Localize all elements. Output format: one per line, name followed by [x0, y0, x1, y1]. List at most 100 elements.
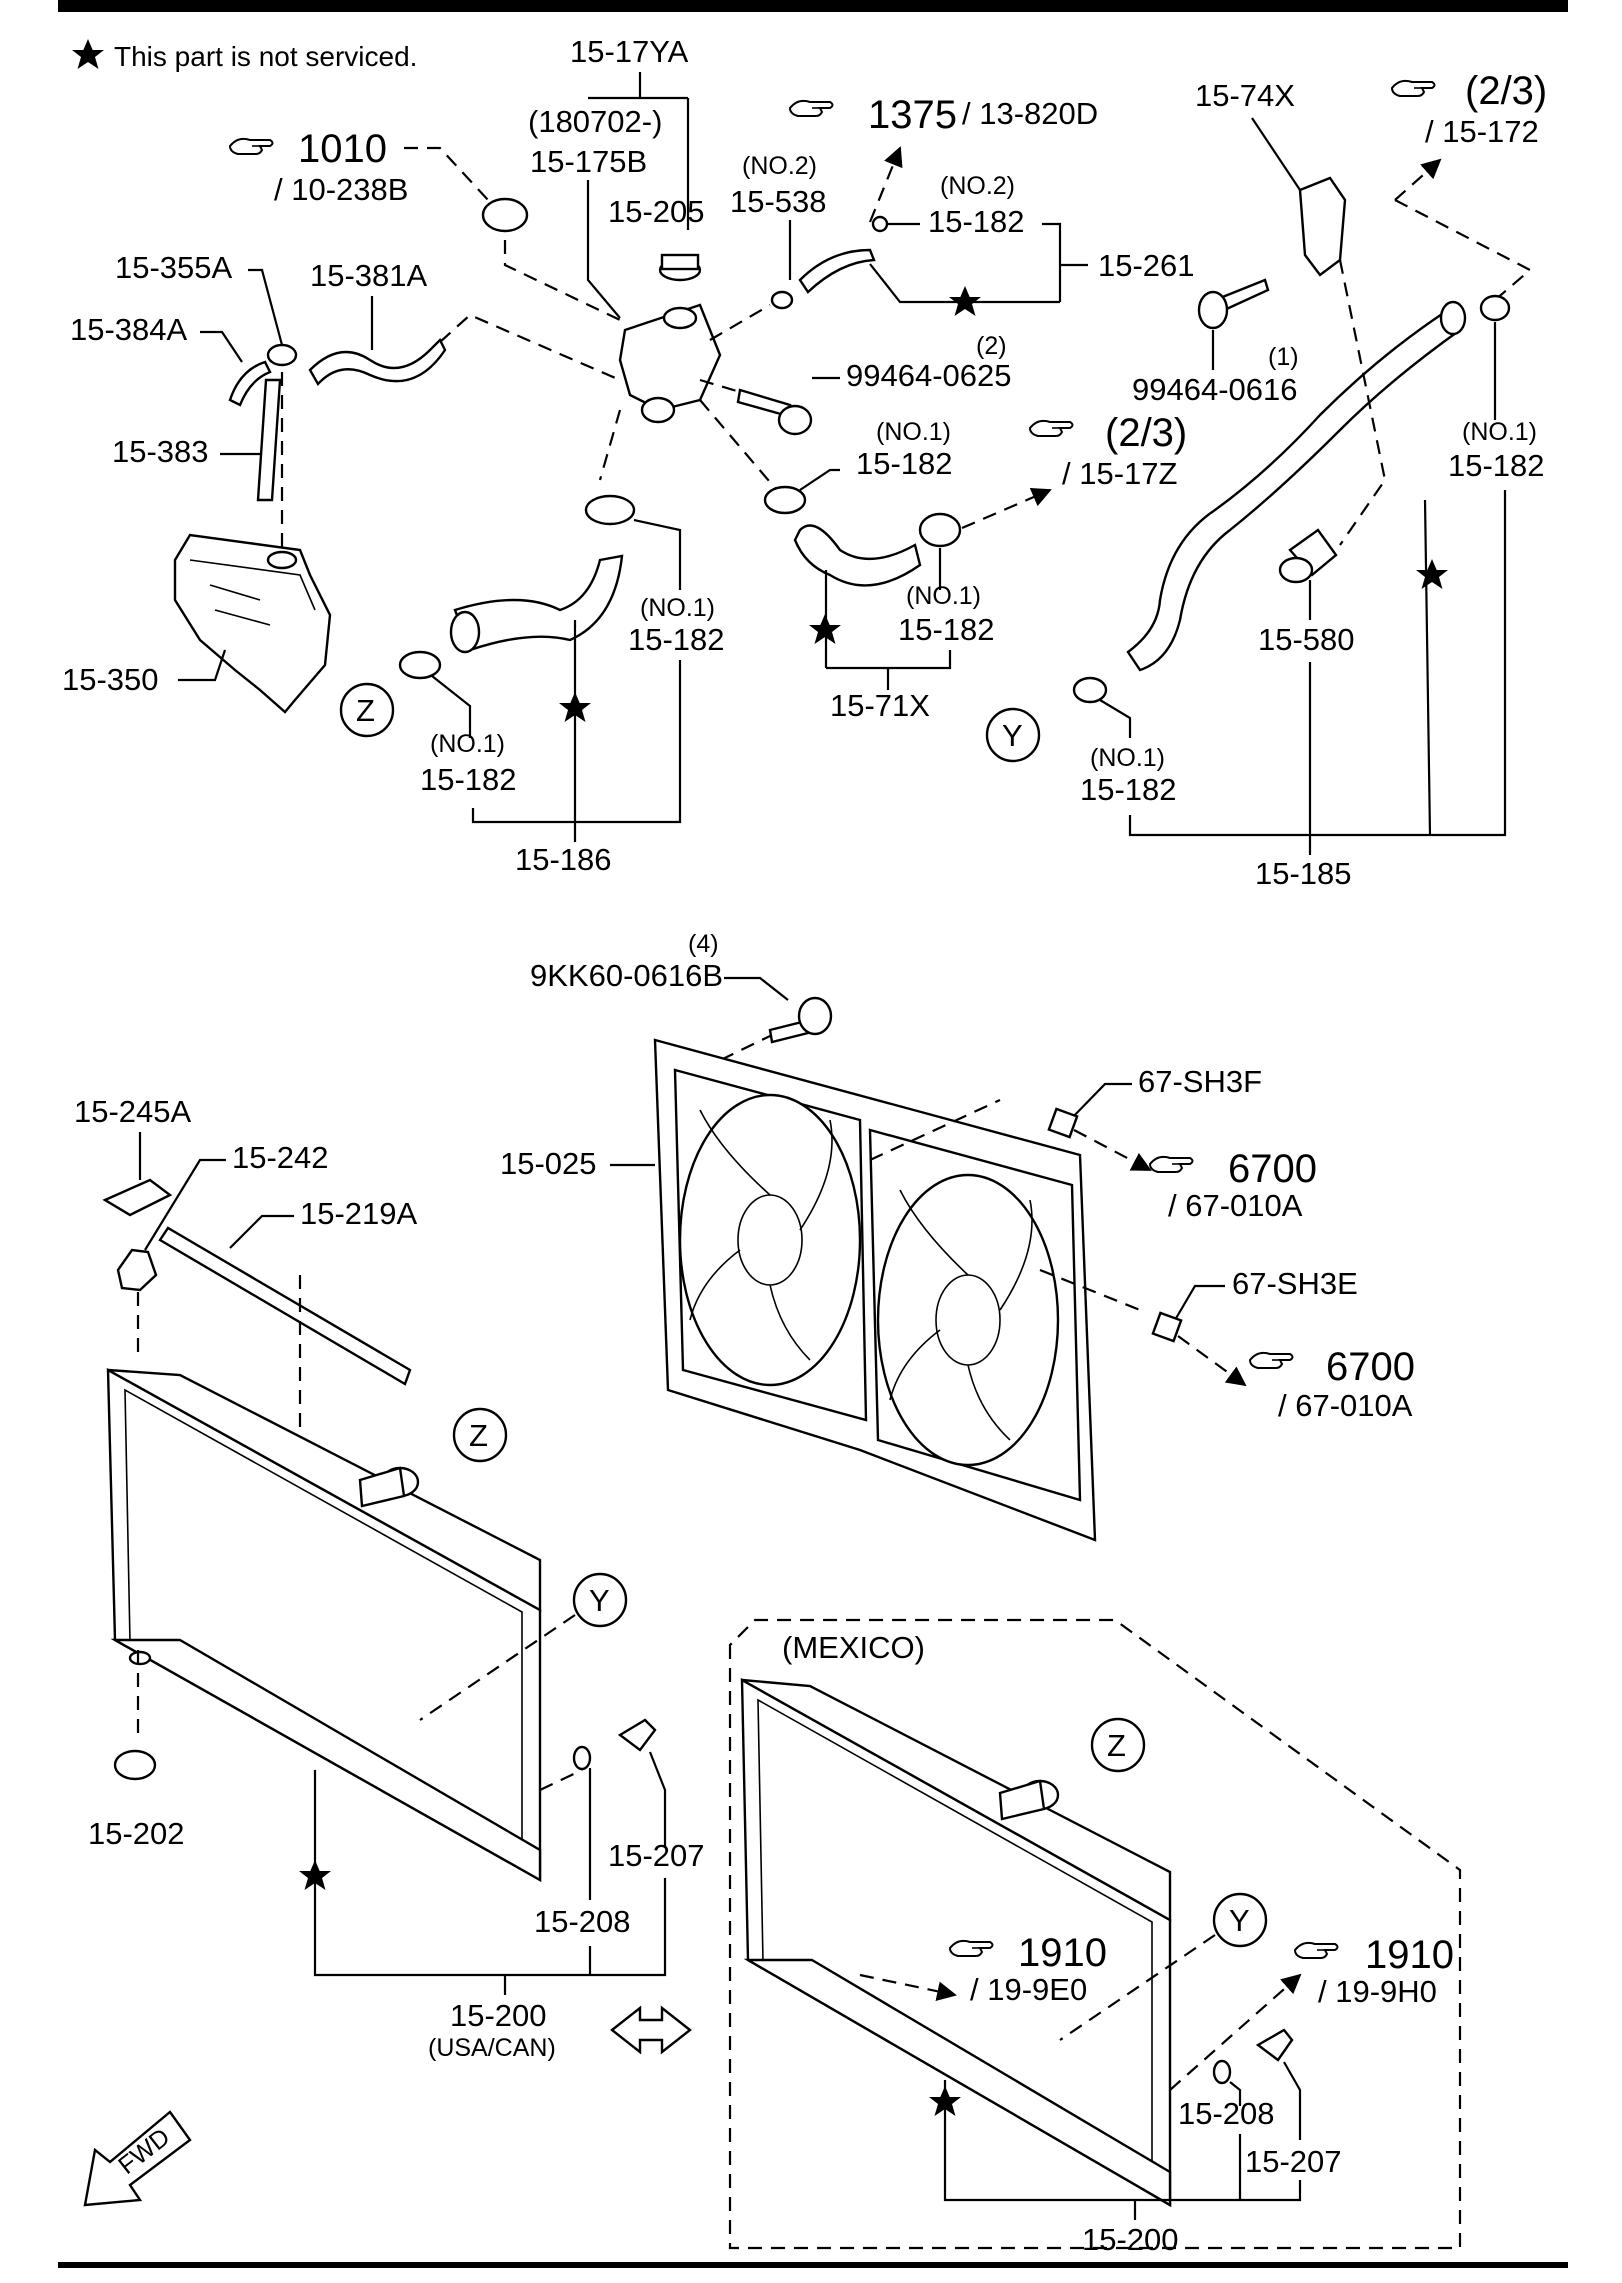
- ref-1375-number: 1375: [868, 93, 957, 137]
- label-no1-d: (NO.1): [640, 594, 715, 622]
- label-15-219A: 15-219A: [300, 1196, 418, 1231]
- radiator-hose-lower: [1126, 308, 1462, 672]
- label-180702: (180702-): [528, 104, 662, 139]
- label-no1-c: (NO.1): [1462, 418, 1537, 446]
- mexico-variant-box: [728, 1618, 1462, 2250]
- ref-2-3-a-number: (2/3): [1465, 69, 1547, 113]
- y-label: Y: [589, 1583, 610, 1618]
- label-15-245A: 15-245A: [74, 1094, 192, 1129]
- label-15-207-a: 15-207: [608, 1838, 705, 1873]
- interchange-arrow-icon: [610, 2005, 692, 2055]
- seal-15-219A: [158, 1226, 412, 1386]
- label-15-202: 15-202: [88, 1816, 185, 1851]
- label-15-384A: 15-384A: [70, 312, 188, 347]
- ref-6700-a: 6700 / 67-010A: [1149, 1147, 1317, 1223]
- label-15-186: 15-186: [515, 842, 612, 877]
- y-label: Y: [1229, 1903, 1250, 1938]
- filler-cap: [481, 197, 529, 233]
- small-hose-left: [228, 360, 272, 407]
- connector-67-SH3F: [1047, 1107, 1079, 1139]
- label-no1-a: (NO.1): [876, 418, 951, 446]
- ref-1910-b: 1910 / 19-9H0: [1294, 1933, 1454, 2009]
- y-marker-mexico: Y: [1212, 1892, 1268, 1948]
- sensor-15-580: [1278, 528, 1338, 584]
- label-qty1: (1): [1268, 343, 1299, 371]
- label-67-SH3F: 67-SH3F: [1138, 1064, 1262, 1099]
- ref-1010-sub: / 10-238B: [274, 172, 408, 207]
- hose-fitting: [770, 290, 794, 310]
- label-15-580: 15-580: [1258, 622, 1355, 657]
- oring-15-208-mx: [1212, 2059, 1232, 2085]
- label-15-182-g: 15-182: [1080, 772, 1177, 807]
- mount-15-202: [113, 1749, 157, 1781]
- clamp: [398, 650, 442, 680]
- ref-6700-b-sub: / 67-010A: [1278, 1388, 1413, 1423]
- label-15-208-a: 15-208: [534, 1904, 631, 1939]
- label-no1-e: (NO.1): [430, 730, 505, 758]
- clamp: [918, 512, 962, 548]
- ref-1375-sub: / 13-820D: [962, 96, 1098, 131]
- ref-1910-b-number: 1910: [1365, 1933, 1454, 1977]
- small-hose: [798, 248, 876, 294]
- ref-1010-number: 1010: [298, 127, 387, 171]
- z-marker-mid: Z: [452, 1407, 508, 1463]
- star-icon: [72, 39, 104, 69]
- label-15-383: 15-383: [112, 434, 209, 469]
- label-99464-0616: 99464-0616: [1132, 372, 1298, 407]
- label-9KK60: 9KK60-0616B: [530, 958, 723, 993]
- ref-1010: 1010 / 10-238B: [229, 127, 408, 207]
- label-15-182-e: 15-182: [628, 622, 725, 657]
- hose-15-383: [256, 378, 282, 502]
- label-15-205: 15-205: [608, 194, 705, 229]
- label-15-74X: 15-74X: [1195, 78, 1295, 113]
- fan-shroud-assembly: [653, 1038, 1097, 1542]
- z-label: Z: [1107, 1728, 1126, 1763]
- ref-2-3-a-sub: / 15-172: [1425, 114, 1539, 149]
- ref-6700-b: 6700 / 67-010A: [1249, 1345, 1415, 1423]
- clamp: [1479, 294, 1511, 322]
- bottom-border: [58, 2262, 1568, 2268]
- label-15-182-d: 15-182: [1448, 448, 1545, 483]
- label-qty2: (2): [976, 332, 1007, 360]
- label-no2-b: (NO.2): [940, 172, 1015, 200]
- label-no1-b: (NO.1): [906, 582, 981, 610]
- bracket-15-245A: [102, 1178, 173, 1217]
- clamp: [763, 485, 807, 515]
- ref-1910-b-sub: / 19-9H0: [1318, 1974, 1437, 2009]
- label-15-207-b: 15-207: [1245, 2144, 1342, 2179]
- ref-6700-a-number: 6700: [1228, 1147, 1317, 1191]
- label-15-242: 15-242: [232, 1140, 329, 1175]
- y-marker-mid: Y: [572, 1572, 628, 1628]
- label-15-182-c: 15-182: [898, 612, 995, 647]
- z-label: Z: [356, 693, 375, 728]
- label-15-182-b: 15-182: [856, 446, 953, 481]
- fwd-arrow-icon: FWD: [83, 2110, 192, 2207]
- ref-6700-a-sub: / 67-010A: [1168, 1188, 1303, 1223]
- label-mexico: (MEXICO): [782, 1630, 925, 1665]
- label-usa-can: (USA/CAN): [428, 2034, 556, 2062]
- label-15-538: 15-538: [730, 184, 827, 219]
- top-border: [58, 0, 1568, 12]
- label-67-SH3E: 67-SH3E: [1232, 1266, 1358, 1301]
- overflow-hose: [308, 337, 447, 387]
- label-15-200-b: 15-200: [1082, 2222, 1179, 2257]
- coolant-reservoir: [173, 533, 332, 714]
- label-15-200-a: 15-200: [450, 1998, 547, 2033]
- bracket: [1298, 176, 1347, 277]
- ref-2-3-b-number: (2/3): [1105, 411, 1187, 455]
- radiator-usa-can: [106, 1367, 542, 1883]
- clamp: [584, 494, 636, 526]
- ref-1910-a: 1910 / 19-9E0: [949, 1931, 1107, 2007]
- label-99464-0625: 99464-0625: [846, 358, 1012, 393]
- z-label: Z: [469, 1418, 488, 1453]
- label-15-185: 15-185: [1255, 856, 1352, 891]
- z-marker-mexico: Z: [1090, 1717, 1146, 1773]
- drain-plug-15-207: [617, 1718, 657, 1752]
- label-15-350: 15-350: [62, 662, 159, 697]
- label-15-182-a: 15-182: [928, 204, 1025, 239]
- z-marker-top: Z: [339, 682, 395, 738]
- star-icon: [1416, 559, 1448, 589]
- drain-plug-15-207-mx: [1255, 2028, 1294, 2062]
